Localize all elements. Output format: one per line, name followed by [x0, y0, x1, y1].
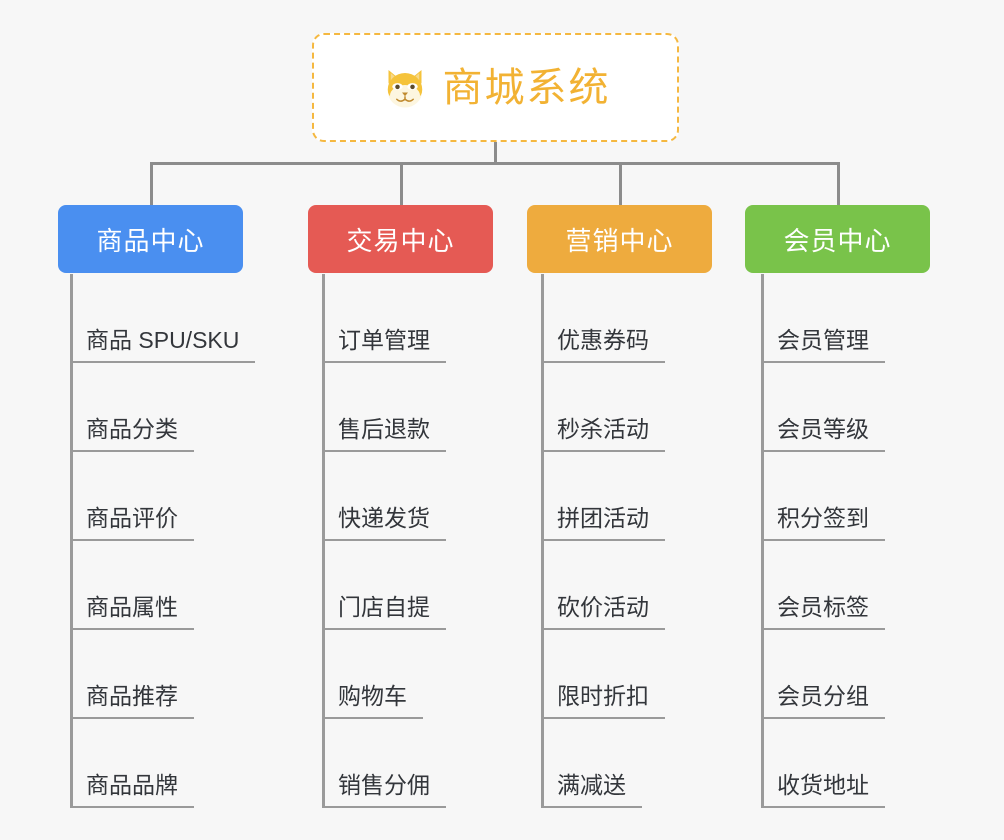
category-label: 营销中心: [565, 225, 674, 256]
leaf-item[interactable]: 购物车: [322, 630, 423, 719]
connector-drop-4: [837, 162, 840, 205]
leaf-item[interactable]: 收货地址: [761, 719, 885, 808]
category-label: 商品中心: [96, 225, 205, 256]
leaf-item[interactable]: 会员等级: [761, 363, 885, 452]
leaf-label: 收货地址: [777, 771, 869, 798]
leaf-item[interactable]: 商品分类: [70, 363, 194, 452]
root-node[interactable]: 商城系统: [312, 33, 679, 142]
leaf-label: 拼团活动: [557, 504, 649, 531]
leaf-label: 商品品牌: [86, 771, 178, 798]
leaf-label: 商品属性: [86, 593, 178, 620]
leaf-label: 售后退款: [338, 415, 430, 442]
leaf-label: 商品分类: [86, 415, 178, 442]
branch-trunk: [70, 274, 73, 808]
leaf-item[interactable]: 商品属性: [70, 541, 194, 630]
leaf-label: 优惠券码: [557, 326, 649, 353]
leaf-item[interactable]: 商品品牌: [70, 719, 194, 808]
leaf-label: 会员分组: [777, 682, 869, 709]
root-title: 商城系统: [442, 65, 611, 110]
leaf-item[interactable]: 会员标签: [761, 541, 885, 630]
leaf-label: 商品 SPU/SKU: [86, 326, 240, 353]
leaf-label: 快递发货: [338, 504, 430, 531]
category-header-3[interactable]: 会员中心: [745, 205, 930, 273]
connector-drop-3: [619, 162, 622, 205]
connector-drop-2: [400, 162, 403, 205]
leaf-label: 会员管理: [777, 326, 869, 353]
leaf-label: 销售分佣: [338, 771, 430, 798]
leaf-item[interactable]: 门店自提: [322, 541, 446, 630]
leaf-item[interactable]: 订单管理: [322, 274, 446, 363]
leaf-item[interactable]: 拼团活动: [541, 452, 665, 541]
leaf-item[interactable]: 限时折扣: [541, 630, 665, 719]
leaf-label: 购物车: [338, 682, 407, 709]
shiba-dog-face-icon: [381, 64, 429, 112]
leaf-item[interactable]: 秒杀活动: [541, 363, 665, 452]
leaf-item[interactable]: 满减送: [541, 719, 642, 808]
connector-drop-1: [150, 162, 153, 205]
leaf-label: 砍价活动: [557, 593, 649, 620]
leaf-item[interactable]: 优惠券码: [541, 274, 665, 363]
leaf-item[interactable]: 售后退款: [322, 363, 446, 452]
category-header-1[interactable]: 交易中心: [308, 205, 493, 273]
branch-trunk: [761, 274, 764, 808]
leaf-label: 订单管理: [338, 326, 430, 353]
leaf-label: 满减送: [557, 771, 626, 798]
leaf-label: 积分签到: [777, 504, 869, 531]
leaf-item[interactable]: 商品 SPU/SKU: [70, 274, 256, 363]
leaf-label: 秒杀活动: [557, 415, 649, 442]
leaf-label: 商品评价: [86, 504, 178, 531]
leaf-label: 会员等级: [777, 415, 869, 442]
category-header-2[interactable]: 营销中心: [527, 205, 712, 273]
leaf-item[interactable]: 积分签到: [761, 452, 885, 541]
branch-trunk: [322, 274, 325, 808]
category-label: 会员中心: [783, 225, 892, 256]
branch-trunk: [541, 274, 544, 808]
leaf-item[interactable]: 会员管理: [761, 274, 885, 363]
leaf-label: 会员标签: [777, 593, 869, 620]
connector-root-stem: [494, 142, 497, 164]
category-label: 交易中心: [346, 225, 455, 256]
leaf-item[interactable]: 砍价活动: [541, 541, 665, 630]
connector-horizontal-bus: [150, 162, 840, 165]
leaf-item[interactable]: 会员分组: [761, 630, 885, 719]
leaf-item[interactable]: 商品评价: [70, 452, 194, 541]
leaf-label: 限时折扣: [557, 682, 649, 709]
leaf-label: 商品推荐: [86, 682, 178, 709]
category-header-0[interactable]: 商品中心: [58, 205, 243, 273]
leaf-item[interactable]: 销售分佣: [322, 719, 446, 808]
leaf-item[interactable]: 快递发货: [322, 452, 446, 541]
leaf-item[interactable]: 商品推荐: [70, 630, 194, 719]
leaf-label: 门店自提: [338, 593, 430, 620]
